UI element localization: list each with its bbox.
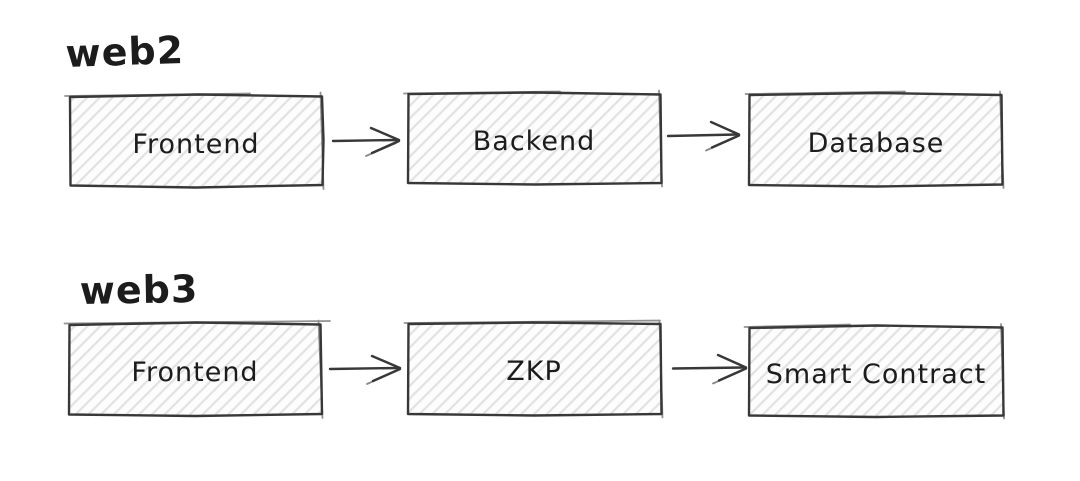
node-web3-smart-contract: Smart Contract <box>743 323 1005 420</box>
row-title-web2: web2 <box>65 28 185 76</box>
node-label: Backend <box>473 126 595 157</box>
node-web3-zkp: ZKP <box>403 319 664 419</box>
node-border-overdraw <box>403 319 664 419</box>
node-label: Database <box>808 128 945 159</box>
node-label: Smart Contract <box>766 359 986 390</box>
node-border-overdraw <box>64 91 325 190</box>
arrow-head-sketch <box>705 136 736 152</box>
node-fill <box>750 327 1003 416</box>
arrow-shaft <box>328 366 400 371</box>
node-border-overdraw <box>63 319 331 419</box>
node-fill <box>70 96 322 186</box>
arrow-web3-frontend-zkp <box>328 354 402 385</box>
row-title-web3: web3 <box>79 267 198 313</box>
node-label: Frontend <box>132 129 259 160</box>
arrow-shaft <box>671 366 746 370</box>
node-fill <box>409 324 660 415</box>
node-border-overdraw <box>743 323 1005 420</box>
node-fill <box>70 324 321 415</box>
arrow-head-sketch <box>366 370 397 385</box>
node-label: Frontend <box>131 357 258 388</box>
arrow-web3-zkp-smartcontract <box>671 353 748 385</box>
node-web2-backend: Backend <box>403 89 663 188</box>
node-border-overdraw <box>744 90 1005 189</box>
arrow-shaft <box>331 138 399 143</box>
node-web2-database: Database <box>744 90 1005 189</box>
node-web3-frontend: Frontend <box>63 319 331 419</box>
node-web2-frontend: Frontend <box>64 91 325 190</box>
arrow-web2-frontend-backend <box>331 126 401 157</box>
arrow-head-sketch <box>365 142 397 157</box>
arrow-web2-backend-database <box>666 120 741 152</box>
node-fill <box>750 95 1002 185</box>
arrow-shaft <box>666 133 739 138</box>
node-label: ZKP <box>506 356 561 387</box>
node-border-overdraw <box>403 89 663 188</box>
arrow-head-sketch <box>712 369 743 385</box>
node-fill <box>409 94 660 183</box>
